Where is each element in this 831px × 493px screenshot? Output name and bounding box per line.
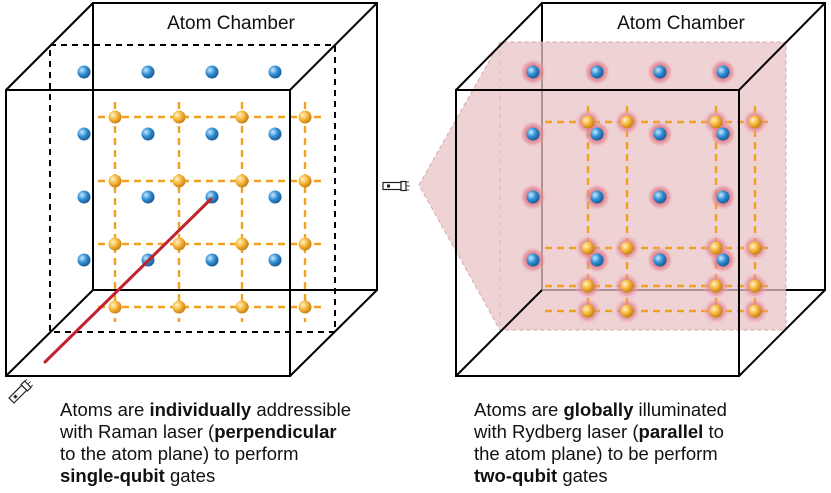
- gold-atom: [748, 115, 762, 129]
- blue-atom: [526, 65, 540, 79]
- caption-line: Atoms are individually addressible: [60, 399, 351, 420]
- gold-atom: [235, 237, 249, 251]
- left-gold-grid: [98, 102, 326, 322]
- blue-atom: [590, 253, 604, 267]
- gold-atom: [581, 279, 595, 293]
- blue-atom: [141, 65, 155, 79]
- blue-atom: [526, 127, 540, 141]
- left-blue-atoms: [77, 65, 282, 267]
- gold-atom: [620, 304, 634, 318]
- blue-atom: [141, 127, 155, 141]
- blue-atom: [653, 65, 667, 79]
- blue-atom: [77, 127, 91, 141]
- blue-atom: [205, 127, 219, 141]
- blue-atom: [205, 253, 219, 267]
- blue-atom: [716, 253, 730, 267]
- blue-atom: [141, 190, 155, 204]
- gold-atom: [172, 300, 186, 314]
- gold-atom: [709, 279, 723, 293]
- right-chamber-edge-tl: [455, 2, 543, 91]
- blue-atom: [77, 190, 91, 204]
- blue-atom: [716, 190, 730, 204]
- left-caption: Atoms are individually addressible with …: [60, 399, 400, 487]
- gold-atom: [709, 115, 723, 129]
- blue-atom: [77, 253, 91, 267]
- right-chamber-edge-br: [738, 289, 826, 377]
- gold-atom: [709, 241, 723, 255]
- gold-atom: [709, 304, 723, 318]
- gold-atom: [581, 115, 595, 129]
- gold-atom: [748, 241, 762, 255]
- blue-atom: [653, 190, 667, 204]
- left-chamber-edge-bl: [5, 289, 94, 377]
- gold-atom: [298, 174, 312, 188]
- gold-atom: [172, 237, 186, 251]
- right-chamber-edge-tr: [738, 2, 826, 91]
- gold-atom: [581, 304, 595, 318]
- gold-atom: [748, 304, 762, 318]
- blue-atom: [653, 127, 667, 141]
- right-gold-atoms: [581, 115, 762, 318]
- laser-pointer-icon: [382, 180, 410, 192]
- left-chamber-back-face: [92, 2, 378, 291]
- raman-laser-beam: [43, 197, 213, 364]
- gold-atom: [748, 279, 762, 293]
- right-chamber-front-face: [455, 89, 740, 377]
- blue-atom: [526, 190, 540, 204]
- caption-line: with Rydberg laser (parallel to: [474, 421, 724, 442]
- right-caption: Atoms are globally illuminated with Rydb…: [474, 399, 814, 487]
- gold-atom: [172, 174, 186, 188]
- right-blue-atoms: [526, 65, 730, 267]
- caption-line: to the atom plane) to perform: [60, 443, 299, 464]
- caption-line: single-qubit gates: [60, 465, 216, 486]
- gold-atom: [298, 110, 312, 124]
- gold-atom: [620, 241, 634, 255]
- blue-atom: [590, 190, 604, 204]
- left-panel: Atom Chamber: [5, 2, 378, 404]
- blue-atom: [653, 253, 667, 267]
- blue-atom: [268, 253, 282, 267]
- blue-atom: [268, 127, 282, 141]
- gold-atom: [581, 241, 595, 255]
- blue-atom: [716, 65, 730, 79]
- left-gold-atoms: [108, 110, 312, 314]
- blue-atom: [205, 65, 219, 79]
- blue-atom: [716, 127, 730, 141]
- gold-atom: [298, 237, 312, 251]
- gold-atom: [108, 237, 122, 251]
- gold-atom: [620, 115, 634, 129]
- left-chamber-edge-tr: [289, 2, 378, 91]
- gold-atom: [108, 174, 122, 188]
- caption-line: Atoms are globally illuminated: [474, 399, 727, 420]
- gold-atom: [172, 110, 186, 124]
- blue-atom: [590, 65, 604, 79]
- laser-pointer-icon: [8, 378, 34, 404]
- caption-line: with Raman laser (perpendicular: [60, 421, 337, 442]
- gold-atom: [235, 110, 249, 124]
- right-chamber-edge-bl: [455, 289, 543, 377]
- blue-atom: [590, 127, 604, 141]
- right-panel: Atom Chamber: [382, 2, 826, 377]
- gold-atom: [235, 300, 249, 314]
- gold-atom: [298, 300, 312, 314]
- blue-atom: [268, 65, 282, 79]
- gold-atom: [108, 110, 122, 124]
- left-chamber-edge-br: [289, 289, 378, 377]
- blue-atom: [268, 190, 282, 204]
- caption-line: the atom plane) to be perform: [474, 443, 718, 464]
- gold-atom: [620, 279, 634, 293]
- blue-atom: [77, 65, 91, 79]
- left-chamber-title: Atom Chamber: [167, 13, 295, 34]
- right-chamber-title: Atom Chamber: [617, 13, 745, 34]
- caption-line: two-qubit gates: [474, 465, 608, 486]
- gold-atom: [108, 300, 122, 314]
- left-chamber-front-face: [5, 89, 291, 377]
- gold-atom: [235, 174, 249, 188]
- left-chamber-edge-tl: [5, 2, 94, 91]
- blue-atom: [526, 253, 540, 267]
